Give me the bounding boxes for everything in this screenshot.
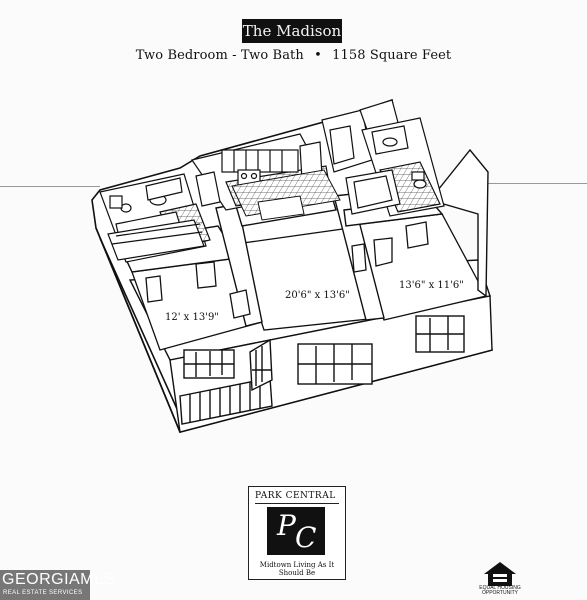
eho-line2: OPPORTUNITY	[481, 590, 519, 596]
plan-subtitle: Two Bedroom - Two Bath • 1158 Square Fee…	[0, 48, 587, 63]
logo-monogram: P C	[267, 507, 325, 555]
scan-line-right	[460, 183, 587, 184]
subtitle-separator: •	[314, 48, 322, 63]
front-window-right	[415, 315, 465, 353]
subtitle-square-feet: 1158 Square Feet	[332, 48, 452, 63]
bathroom-right	[345, 117, 445, 217]
door-left-bed-2	[195, 261, 217, 289]
logo-tagline: Midtown Living As It Should Be	[259, 561, 335, 577]
mls-subtitle: REAL ESTATE SERVICES	[3, 590, 83, 596]
park-central-logo: PARK CENTRAL P C Midtown Living As It Sh…	[248, 486, 346, 580]
room-label-bedroom-left: 12' x 13'9"	[165, 312, 219, 323]
interior-doors	[145, 221, 429, 319]
door-right-bath	[405, 221, 429, 249]
floorplan-drawing	[91, 98, 493, 433]
front-window-left	[183, 349, 235, 379]
front-window-center	[297, 343, 373, 385]
room-label-bedroom-right: 13'6" x 11'6"	[399, 280, 464, 291]
mls-name: GEORGIAMLS	[2, 571, 115, 588]
logo-name: PARK CENTRAL	[255, 491, 336, 501]
subtitle-bed-bath: Two Bedroom - Two Bath	[135, 48, 304, 63]
scan-line-left	[0, 186, 100, 187]
eho-line1: EQUAL HOUSING	[479, 585, 521, 591]
monogram-p: P	[277, 509, 296, 542]
monogram-c: C	[295, 521, 317, 554]
georgia-mls-watermark: GEORGIAMLS REAL ESTATE SERVICES	[0, 570, 114, 600]
door-right-bed-1	[351, 243, 367, 273]
door-left-bed-1	[145, 275, 163, 303]
plan-title: The Madison	[242, 19, 342, 43]
room-label-living: 20'6" x 13'6"	[285, 290, 350, 301]
door-right-bed-2	[373, 237, 393, 267]
equal-housing-text: EQUAL HOUSING OPPORTUNITY	[478, 586, 522, 596]
foyer-tile	[231, 169, 341, 221]
logo-rule	[255, 503, 339, 504]
balcony-door	[249, 338, 273, 392]
balcony-railing	[179, 377, 273, 425]
door-closet-left	[229, 289, 251, 319]
closet-left	[107, 219, 205, 261]
equal-housing-icon	[484, 562, 516, 586]
plan-title-text: The Madison	[242, 22, 342, 40]
